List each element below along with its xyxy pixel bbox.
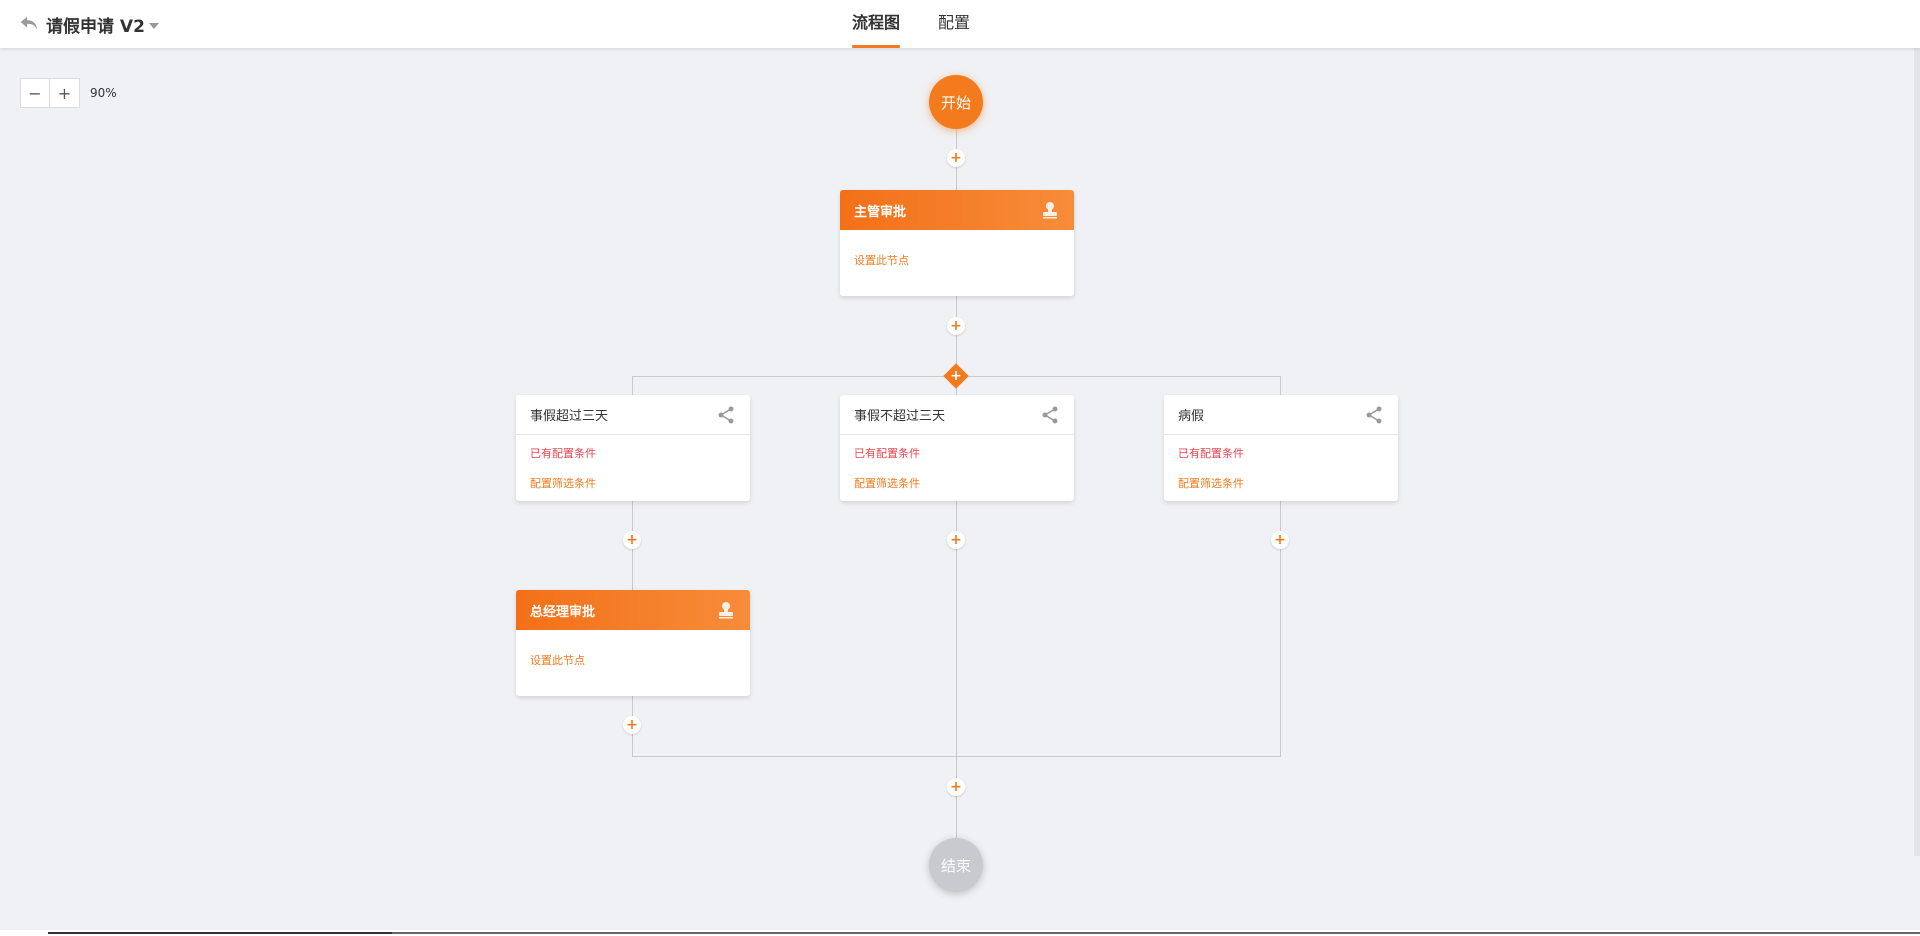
branch-icon — [1042, 406, 1058, 423]
zoom-level: 90% — [90, 86, 117, 100]
configured-status: 已有配置条件 — [1178, 447, 1244, 460]
zoom-in-button[interactable]: + — [50, 78, 80, 108]
condition-title: 病假 — [1178, 409, 1205, 424]
add-branch-label: + — [950, 368, 962, 384]
stamp-icon — [719, 602, 733, 619]
zoom-control: − + 90% — [20, 78, 117, 108]
start-node[interactable]: 开始 — [929, 75, 983, 129]
node-hint: 设置此节点 — [530, 654, 585, 667]
branch-icon — [718, 406, 734, 423]
end-node: 结束 — [929, 838, 983, 892]
node-title: 总经理审批 — [530, 604, 596, 620]
add-node-button[interactable]: + — [623, 531, 641, 549]
vertical-scrollbar[interactable] — [1914, 48, 1920, 856]
configured-status: 已有配置条件 — [530, 447, 596, 460]
connector-line — [1280, 376, 1281, 757]
add-node-button[interactable]: + — [623, 716, 641, 734]
back-arrow-icon[interactable] — [18, 12, 40, 34]
node-header: 主管审批 — [840, 190, 1074, 230]
tab-bar: 流程图 配置 — [852, 0, 970, 48]
condition-header: 事假超过三天 — [516, 395, 750, 435]
gm-approval-node[interactable]: 总经理审批 设置此节点 — [516, 590, 750, 696]
condition-node-sick-leave[interactable]: 病假 已有配置条件 配置筛选条件 — [1164, 395, 1398, 501]
process-title: 请假申请 V2 — [46, 17, 145, 37]
zoom-out-button[interactable]: − — [20, 78, 50, 108]
condition-node-over-three-days[interactable]: 事假超过三天 已有配置条件 配置筛选条件 — [516, 395, 750, 501]
branch-icon — [1366, 406, 1382, 423]
connector-line — [632, 376, 633, 757]
add-node-button[interactable]: + — [947, 531, 965, 549]
condition-header: 病假 — [1164, 395, 1398, 435]
condition-title: 事假不超过三天 — [854, 409, 946, 424]
config-condition-link[interactable]: 配置筛选条件 — [530, 477, 596, 490]
top-header: 请假申请 V2 流程图 配置 — [0, 0, 1920, 48]
condition-node-within-three-days[interactable]: 事假不超过三天 已有配置条件 配置筛选条件 — [840, 395, 1074, 501]
add-branch-button[interactable]: + — [943, 363, 969, 389]
node-hint: 设置此节点 — [854, 254, 909, 267]
connector-line — [956, 296, 957, 376]
manager-approval-node[interactable]: 主管审批 设置此节点 — [840, 190, 1074, 296]
config-condition-link[interactable]: 配置筛选条件 — [1178, 477, 1244, 490]
scrollbar-track — [392, 932, 1920, 934]
stamp-icon — [1043, 202, 1057, 219]
chevron-down-icon — [148, 22, 159, 29]
node-title: 主管审批 — [854, 204, 907, 220]
configured-status: 已有配置条件 — [854, 447, 920, 460]
scrollbar-thumb[interactable] — [48, 932, 393, 934]
add-node-button[interactable]: + — [947, 317, 965, 335]
condition-title: 事假超过三天 — [530, 409, 609, 424]
process-title-dropdown[interactable]: 请假申请 V2 — [46, 12, 159, 37]
tab-config[interactable]: 配置 — [938, 13, 971, 32]
node-header: 总经理审批 — [516, 590, 750, 630]
config-condition-link[interactable]: 配置筛选条件 — [854, 477, 920, 490]
connector-line — [956, 376, 957, 757]
connector-line — [956, 756, 957, 840]
condition-header: 事假不超过三天 — [840, 395, 1074, 435]
add-node-button[interactable]: + — [947, 778, 965, 796]
add-node-button[interactable]: + — [947, 149, 965, 167]
horizontal-scrollbar[interactable] — [0, 930, 1920, 936]
add-node-button[interactable]: + — [1271, 531, 1289, 549]
tab-flowchart[interactable]: 流程图 — [852, 0, 901, 48]
